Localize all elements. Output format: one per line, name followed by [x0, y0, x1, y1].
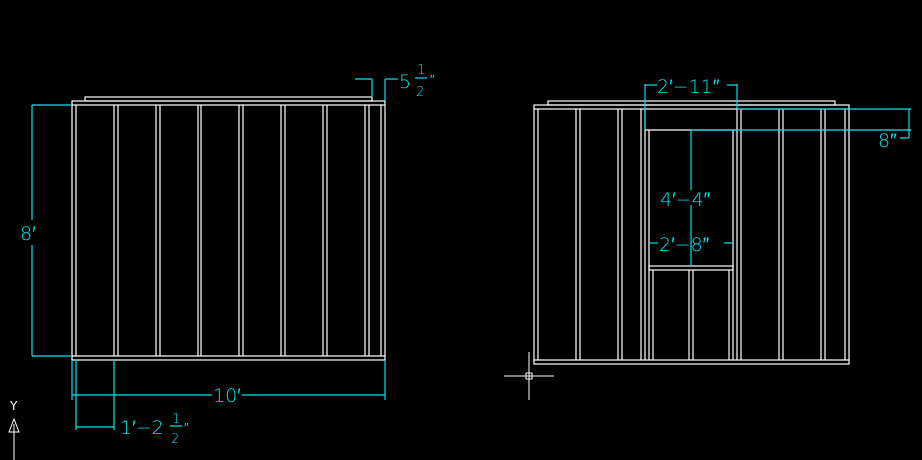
top-plate: [533, 104, 850, 110]
ucs-y-label: Y: [9, 399, 18, 413]
studs: [71, 105, 386, 356]
stud-spacing-unit: ″: [184, 421, 189, 436]
stud-spacing-den: 2: [171, 432, 179, 447]
plate-offset-whole: 5: [399, 71, 411, 93]
top-plate: [71, 100, 386, 106]
opening-offset-label: 2′−11″: [657, 76, 720, 98]
header-dimension[interactable]: 8″: [691, 108, 911, 152]
width-dim-label: 10′: [213, 385, 241, 407]
right-wall-elevation: [533, 100, 850, 365]
plate-offset-dimension[interactable]: 5 1 2 ″: [355, 63, 435, 101]
header-dim-label: 8″: [878, 130, 897, 152]
stud-spacing-whole: 1′−2: [120, 417, 164, 439]
height-dim-label: 8′: [20, 223, 36, 245]
studs: [533, 109, 850, 360]
stud-spacing-num: 1: [172, 412, 180, 427]
crosshair-cursor: [504, 352, 554, 400]
opening-height-label: 4′−4″: [660, 189, 711, 211]
opening-width-dimension[interactable]: 2′−8″: [649, 234, 733, 256]
stud-spacing-dimension[interactable]: 1′−2 1 2 ″: [75, 360, 189, 447]
plate-offset-num: 1: [417, 63, 425, 78]
plate-offset-unit: ″: [430, 73, 435, 88]
left-wall-elevation: [71, 96, 386, 361]
width-dimension[interactable]: 10′: [71, 360, 386, 407]
opening-offset-dimension[interactable]: 2′−11″: [644, 76, 738, 130]
plate-offset-den: 2: [416, 85, 424, 100]
ucs-icon: Y: [8, 399, 20, 460]
bottom-plate: [71, 355, 386, 361]
opening-width-label: 2′−8″: [659, 234, 710, 256]
bottom-plate: [533, 359, 850, 365]
opening-height-dimension[interactable]: 4′−4″: [660, 130, 711, 266]
height-dimension[interactable]: 8′: [20, 104, 72, 357]
window-sill: [648, 265, 734, 271]
